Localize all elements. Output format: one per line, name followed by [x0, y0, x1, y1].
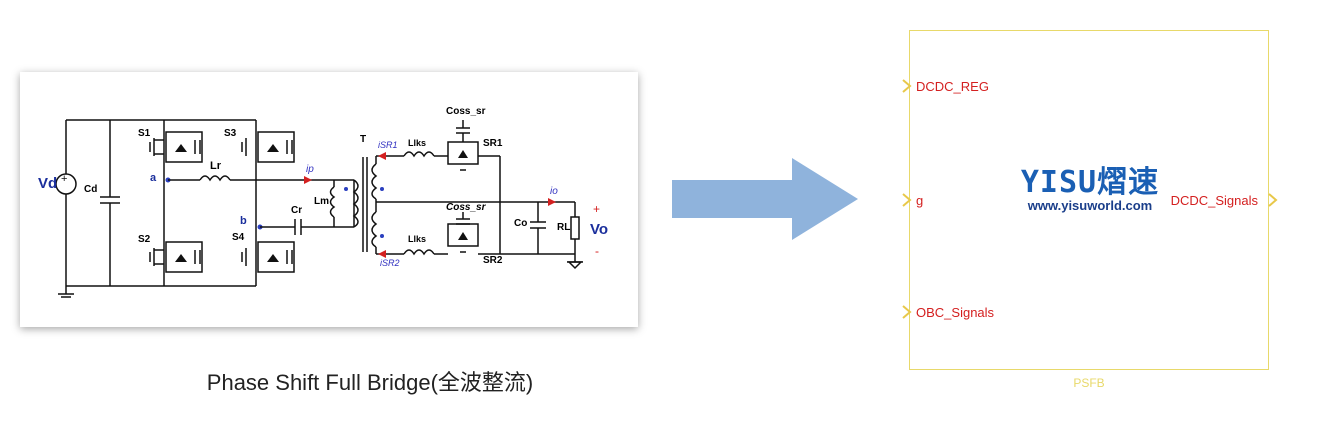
label-s3: S3: [224, 128, 237, 139]
svg-text:+: +: [61, 173, 67, 185]
label-isr1: iSR1: [378, 140, 398, 150]
label-lr: Lr: [210, 160, 221, 172]
label-llks-top: Llks: [408, 138, 427, 148]
label-sr2: SR2: [483, 255, 503, 266]
logo-text: YISU熠速: [1020, 165, 1160, 200]
psfb-block[interactable]: DCDC_REG g OBC_Signals DCDC_Signals YISU…: [902, 30, 1278, 370]
label-vo: Vo: [590, 221, 609, 238]
label-io: io: [550, 186, 558, 197]
label-node-a: a: [150, 172, 157, 184]
circuit-schematic-panel: +: [20, 72, 638, 327]
yisu-logo: YISU熠速 www.yisuworld.com: [1015, 167, 1165, 213]
label-cd: Cd: [84, 184, 98, 195]
label-vd: Vd: [38, 175, 58, 192]
label-s4: S4: [232, 232, 245, 243]
label-s2: S2: [138, 234, 151, 245]
label-plus: +: [593, 202, 601, 216]
label-lm: Lm: [314, 196, 329, 207]
label-coss-top: Coss_sr: [446, 106, 486, 117]
label-rl: RL: [557, 222, 571, 233]
flow-arrow-icon: [672, 158, 858, 240]
label-isr2: iSR2: [380, 258, 400, 268]
label-co: Co: [514, 218, 528, 229]
output-port-chevron-icon: [1268, 193, 1278, 207]
logo-url: www.yisuworld.com: [1027, 198, 1153, 213]
input-port-obc-signals[interactable]: OBC_Signals: [916, 305, 995, 320]
circuit-caption: Phase Shift Full Bridge(全波整流): [206, 370, 534, 395]
input-port-dcdc-reg[interactable]: DCDC_REG: [916, 79, 989, 94]
label-cr: Cr: [291, 205, 303, 216]
label-sr1: SR1: [483, 138, 503, 149]
input-port-chevron-icon: [902, 193, 912, 207]
label-minus: -: [595, 244, 599, 258]
input-port-chevron-icon: [902, 305, 912, 319]
output-port-dcdc-signals[interactable]: DCDC_Signals: [1170, 193, 1258, 208]
label-llks-bottom: Llks: [408, 234, 427, 244]
label-t: T: [360, 134, 367, 145]
label-coss-bottom: Coss_sr: [446, 202, 486, 213]
label-s1: S1: [138, 128, 151, 139]
circuit-schematic: +: [55, 119, 583, 298]
input-port-chevron-icon: [902, 79, 912, 93]
block-name-label[interactable]: PSFB: [1073, 376, 1105, 390]
label-ip: ip: [306, 164, 314, 175]
input-port-g[interactable]: g: [916, 193, 924, 208]
label-node-b: b: [240, 215, 247, 227]
